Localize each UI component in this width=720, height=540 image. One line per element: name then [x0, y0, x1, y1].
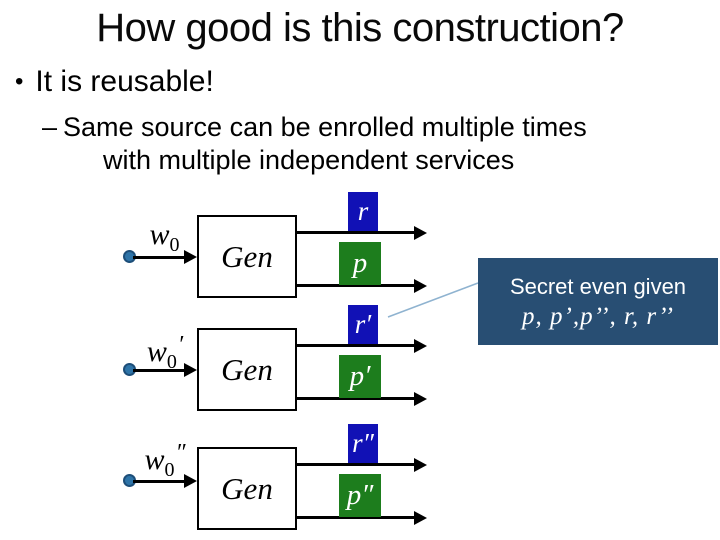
bullet-item: • It is reusable!: [15, 64, 214, 100]
input-arrow-line: [133, 369, 186, 372]
p-output-box: p: [339, 242, 381, 285]
gen-box: Gen: [197, 328, 297, 411]
bullet-text: It is reusable!: [35, 65, 214, 98]
callout-connector-line: [387, 282, 479, 318]
input-label-w0-prime: w0′: [146, 332, 184, 373]
gen-box: Gen: [197, 447, 297, 530]
input-arrow-head-icon: [184, 250, 197, 264]
output-arrow-p-head-icon: [414, 511, 427, 525]
input-arrow-line: [133, 480, 186, 483]
input-arrow-head-icon: [184, 474, 197, 488]
input-arrow-line: [133, 256, 186, 259]
output-arrow-r-head-icon: [414, 458, 427, 472]
output-arrow-p-head-icon: [414, 279, 427, 293]
output-arrow-p-line: [297, 397, 414, 400]
r-output-box: r″: [348, 424, 378, 463]
input-arrow-head-icon: [184, 363, 197, 377]
sub-bullet-line-2: with multiple independent services: [103, 145, 515, 175]
callout-box: Secret even given p, p’,p’’, r, r’’: [478, 258, 718, 345]
output-arrow-r-line: [297, 231, 414, 234]
output-arrow-r-line: [297, 344, 414, 347]
output-arrow-p-line: [297, 284, 414, 287]
bullet-marker-icon: •: [15, 68, 24, 95]
dash-marker-icon: –: [42, 112, 58, 142]
sub-bullet-item: – Same source can be enrolled multiple t…: [42, 111, 587, 177]
diagram-row-2: w0′ Gen r′ p′: [0, 305, 720, 425]
input-label-w0: w0: [149, 218, 180, 256]
p-output-box: p′: [339, 355, 381, 398]
output-arrow-p-head-icon: [414, 392, 427, 406]
diagram-row-1: w0 Gen r p: [0, 192, 720, 312]
input-label-w0-doubleprime: w0″: [144, 440, 186, 481]
output-arrow-r-head-icon: [414, 226, 427, 240]
callout-math-text: p, p’,p’’, r, r’’: [522, 302, 674, 330]
p-output-box: p″: [339, 474, 381, 517]
r-output-box: r: [348, 192, 378, 231]
gen-box: Gen: [197, 215, 297, 298]
output-arrow-p-line: [297, 516, 414, 519]
r-output-box: r′: [348, 305, 378, 344]
diagram-row-3: w0″ Gen r″ p″: [0, 424, 720, 540]
sub-bullet-text: Same source can be enrolled multiple tim…: [63, 111, 587, 177]
slide-title: How good is this construction?: [96, 6, 624, 50]
sub-bullet-line-1: Same source can be enrolled multiple tim…: [63, 112, 587, 142]
output-arrow-r-line: [297, 463, 414, 466]
callout-text: Secret even given: [509, 273, 687, 299]
output-arrow-r-head-icon: [414, 339, 427, 353]
